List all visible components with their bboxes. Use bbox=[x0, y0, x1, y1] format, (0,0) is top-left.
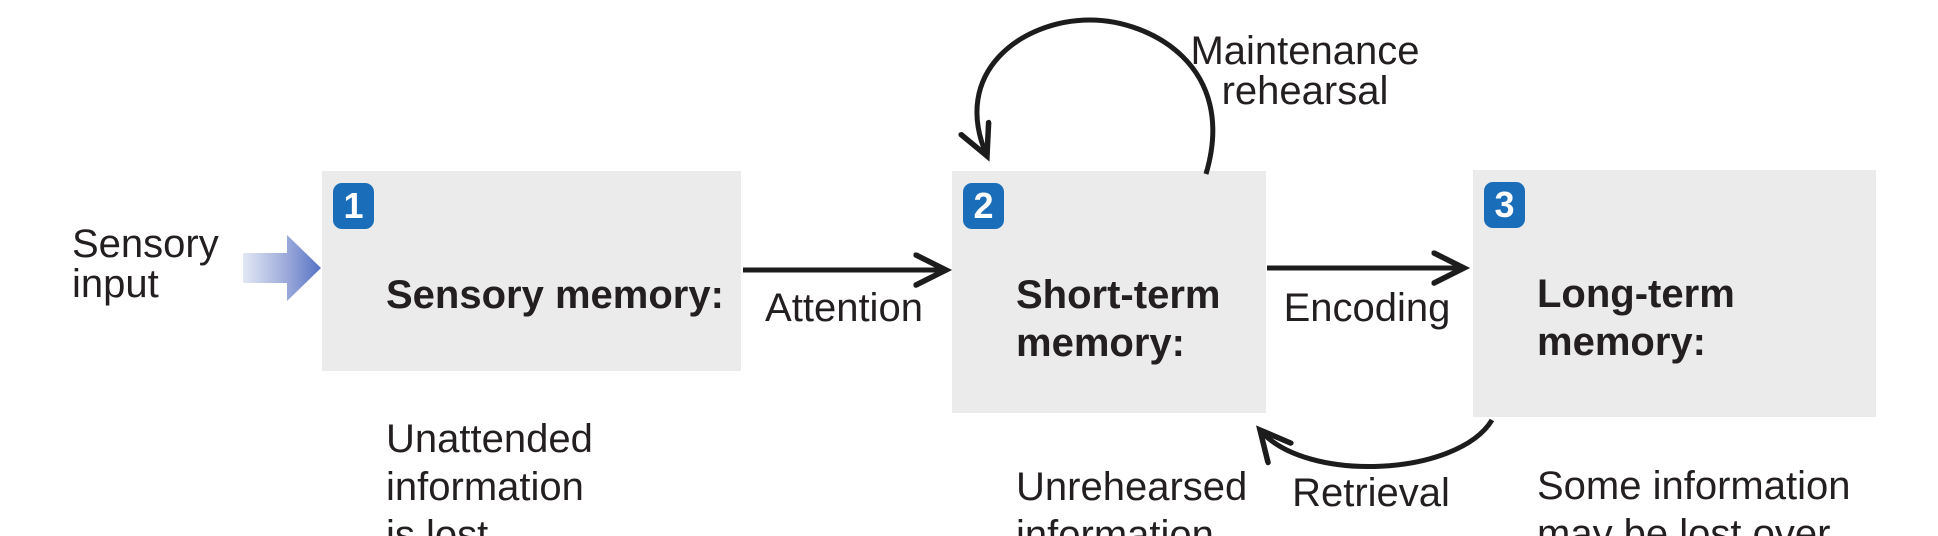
retrieval-label: Retrieval bbox=[1292, 471, 1450, 515]
step-number: 2 bbox=[973, 185, 994, 226]
step-badge-2: 2 bbox=[963, 183, 1004, 229]
box-short-term-memory: 2 Short-term memory: Unrehearsed informa… bbox=[952, 171, 1266, 536]
box-sensory-memory: 1 Sensory memory: Unattended information… bbox=[322, 171, 741, 536]
box-heading: Sensory memory: bbox=[386, 273, 724, 317]
step-badge-3: 3 bbox=[1484, 182, 1525, 228]
attention-label: Attention bbox=[765, 286, 923, 330]
sensory-input-label: Sensory input bbox=[72, 222, 219, 306]
step-number: 3 bbox=[1494, 184, 1515, 225]
box-long-term-memory: 3 Long-term memory: Some information may… bbox=[1473, 170, 1876, 536]
box-heading: Long-term memory: bbox=[1537, 272, 1735, 364]
box-body: Unattended information is lost. bbox=[386, 417, 593, 536]
box-body: Some information may be lost over time. bbox=[1537, 464, 1851, 536]
retrieval-arrow-icon bbox=[1260, 418, 1495, 470]
box-body: Unrehearsed information is lost. bbox=[1016, 465, 1248, 536]
step-number: 1 bbox=[343, 185, 364, 226]
sensory-input-arrow-icon bbox=[243, 235, 321, 301]
encoding-label: Encoding bbox=[1283, 286, 1451, 330]
maintenance-rehearsal-label: Maintenance rehearsal bbox=[1190, 29, 1420, 113]
box-heading: Short-term memory: bbox=[1016, 273, 1221, 365]
step-badge-1: 1 bbox=[333, 183, 374, 229]
